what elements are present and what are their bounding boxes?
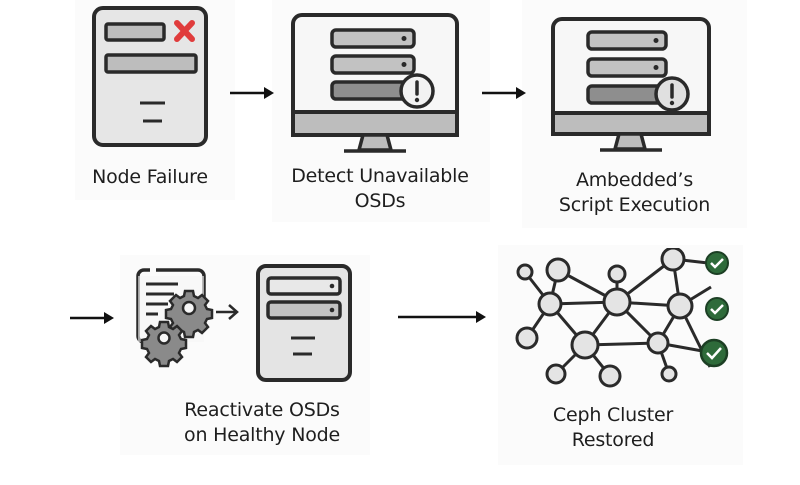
checkmark-badge-icon — [699, 338, 729, 368]
step-label-node-failure: Node Failure — [70, 165, 230, 190]
label-line: Script Execution — [558, 194, 711, 216]
cluster-node — [646, 331, 670, 355]
failed-server-icon — [92, 6, 208, 147]
cluster-node — [515, 326, 539, 350]
arrow-detect-to-script — [482, 87, 526, 99]
step-label-detect-osds: Detect Unavailable OSDs — [270, 164, 490, 214]
warning-badge-icon — [654, 76, 690, 112]
monitor-warning-icon — [551, 17, 711, 152]
label-line: Ambedded’s — [575, 169, 694, 191]
cluster-node — [666, 292, 694, 320]
label-line: on Healthy Node — [184, 424, 340, 446]
arrow-reactivate-to-restored — [398, 311, 486, 323]
cluster-node — [545, 363, 567, 385]
label-line: OSDs — [354, 190, 406, 212]
cluster-node — [545, 257, 571, 283]
script-gears-to-server-icon — [136, 264, 352, 382]
cluster-node — [607, 264, 627, 284]
arrow-script-to-reactivate — [70, 312, 114, 324]
network-checkmarks-icon — [515, 248, 729, 388]
monitor-warning-icon — [291, 13, 459, 153]
cluster-node — [598, 364, 622, 388]
error-x-icon — [174, 20, 195, 42]
checkmark-badge-icon — [705, 251, 729, 275]
label-line: Ceph Cluster — [552, 404, 674, 426]
cluster-node — [660, 248, 686, 272]
step-label-script-execution: Ambedded’s Script Execution — [522, 168, 747, 218]
label-line: Detect Unavailable — [291, 165, 469, 187]
cluster-node — [516, 263, 534, 281]
cluster-node — [660, 365, 678, 383]
cluster-node — [602, 287, 632, 317]
step-label-cluster-restored: Ceph Cluster Restored — [498, 403, 728, 453]
label-line: Node Failure — [92, 166, 208, 188]
warning-badge-icon — [399, 73, 435, 109]
gear-icon — [140, 320, 188, 368]
step-label-reactivate-osds: Reactivate OSDs on Healthy Node — [152, 398, 372, 448]
arrow-right-icon — [216, 304, 239, 320]
checkmark-badge-icon — [705, 297, 729, 321]
cluster-node — [570, 330, 600, 360]
cluster-node — [537, 291, 563, 317]
healthy-server-icon — [256, 264, 352, 382]
label-line: Reactivate OSDs — [184, 399, 340, 421]
arrow-node-failure-to-detect — [230, 87, 274, 99]
label-line: Restored — [571, 429, 655, 451]
